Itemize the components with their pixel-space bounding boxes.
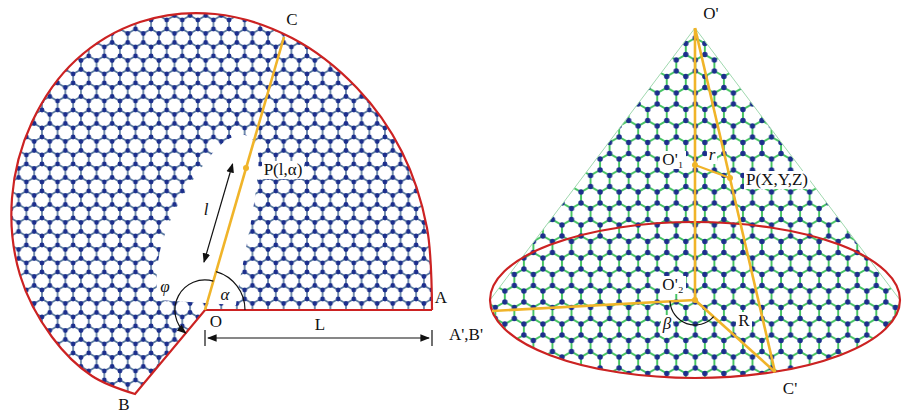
graphene-cone	[490, 28, 900, 378]
point-label: O'₂	[660, 276, 685, 295]
point-label: C'	[781, 380, 799, 399]
dimension-tick	[431, 330, 432, 346]
dimension-label: R	[736, 312, 751, 331]
base-radius	[492, 300, 695, 311]
dimension-tick	[204, 330, 205, 346]
section-radius	[695, 165, 730, 178]
cone-generatrix	[695, 28, 775, 372]
point-marker	[243, 165, 249, 171]
point-marker	[692, 297, 698, 303]
point-marker	[692, 162, 698, 168]
point-label: P(X,Y,Z)	[744, 171, 810, 190]
angle-arc	[670, 301, 714, 325]
dimension-label: l	[202, 201, 211, 220]
dimension-line	[208, 337, 429, 338]
dimension-label: L	[313, 316, 327, 335]
angle-label: α	[219, 286, 232, 305]
angle-label: φ	[158, 278, 171, 297]
point-label: B	[116, 396, 131, 415]
point-label: O'	[701, 5, 720, 24]
point-label: O'₁	[660, 151, 685, 170]
base-radius	[695, 300, 775, 372]
point-label: C	[284, 11, 299, 30]
sector-outline	[11, 13, 432, 394]
graphene-sheet	[11, 13, 432, 394]
point-label: A',B'	[447, 326, 485, 345]
dimension-label: r	[707, 146, 718, 165]
point-marker	[727, 175, 733, 181]
point-label: A	[433, 289, 449, 308]
angle-arc	[216, 272, 245, 310]
point-label: O	[208, 313, 224, 332]
angle-label: β	[661, 315, 673, 334]
point-label: P(l,α)	[262, 161, 305, 180]
